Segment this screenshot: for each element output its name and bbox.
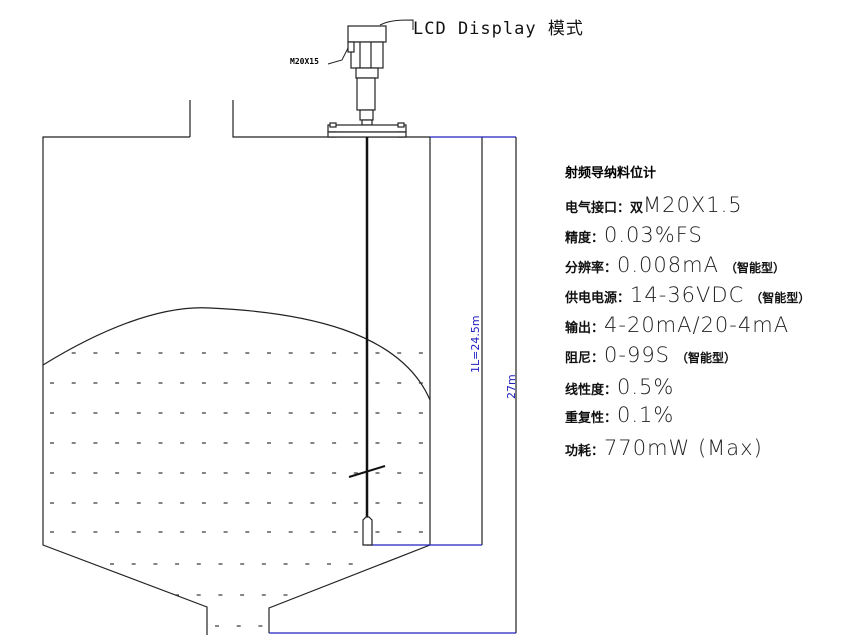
spec-value: 770mW (Max) <box>604 436 763 460</box>
level-gauge <box>327 25 407 138</box>
spec-row: 电气接口：双M20X1.5 <box>565 193 749 217</box>
tank-height-dimension: 27m <box>505 374 518 399</box>
level-marker <box>348 465 386 478</box>
spec-row: 线性度：0.5% <box>565 375 680 399</box>
spec-row: 阻尼：0-99S （智能型） <box>565 343 736 367</box>
spec-value: 0.03%FS <box>604 223 703 247</box>
thread-leader-line <box>327 47 349 65</box>
thread-label: M20X15 <box>290 57 319 66</box>
spec-label: 线性度： <box>565 383 618 398</box>
spec-row: 精度：0.03%FS <box>565 223 709 247</box>
spec-label: 电气接口：双 <box>565 201 644 216</box>
spec-value: 0.008mA <box>617 253 719 277</box>
lcd-leader-line <box>379 19 414 30</box>
spec-row: 分辨率：0.008mA （智能型） <box>565 253 785 277</box>
lcd-display-label: LCD Display 模式 <box>413 19 584 39</box>
material-surface <box>42 307 431 401</box>
spec-label: 功耗： <box>565 444 605 459</box>
spec-value: 4-20mA/20-4mA <box>604 313 790 337</box>
silo-right-wall <box>268 137 431 633</box>
spec-label: 供电电源： <box>565 291 631 306</box>
silo-left-wall <box>42 136 208 635</box>
spec-row: 重复性：0.1% <box>565 403 680 427</box>
spec-label: 阻尼： <box>565 351 605 366</box>
spec-label: 输出： <box>565 321 605 336</box>
spec-row: 输出：4-20mA/20-4mA <box>565 313 795 337</box>
spec-row: 供电电源：14-36VDC （智能型） <box>565 283 810 307</box>
spec-value: 0.5% <box>617 375 675 399</box>
spec-value: M20X1.5 <box>643 193 743 217</box>
spec-note: （智能型） <box>750 291 811 305</box>
probe-length-dimension: 1L=24.5m <box>469 315 482 373</box>
spec-note: （智能型） <box>676 351 737 365</box>
spec-title: 射频导纳料位计 <box>565 166 657 181</box>
spec-label: 精度： <box>565 231 605 246</box>
spec-label: 重复性： <box>565 411 618 426</box>
spec-note: （智能型） <box>724 261 785 275</box>
spec-label: 分辨率： <box>565 261 618 276</box>
spec-row: 功耗：770mW (Max) <box>565 436 769 460</box>
spec-value: 0-99S <box>604 343 671 367</box>
probe-weight <box>362 516 373 546</box>
spec-value: 14-36VDC <box>630 283 745 307</box>
spec-value: 0.1% <box>617 403 675 427</box>
